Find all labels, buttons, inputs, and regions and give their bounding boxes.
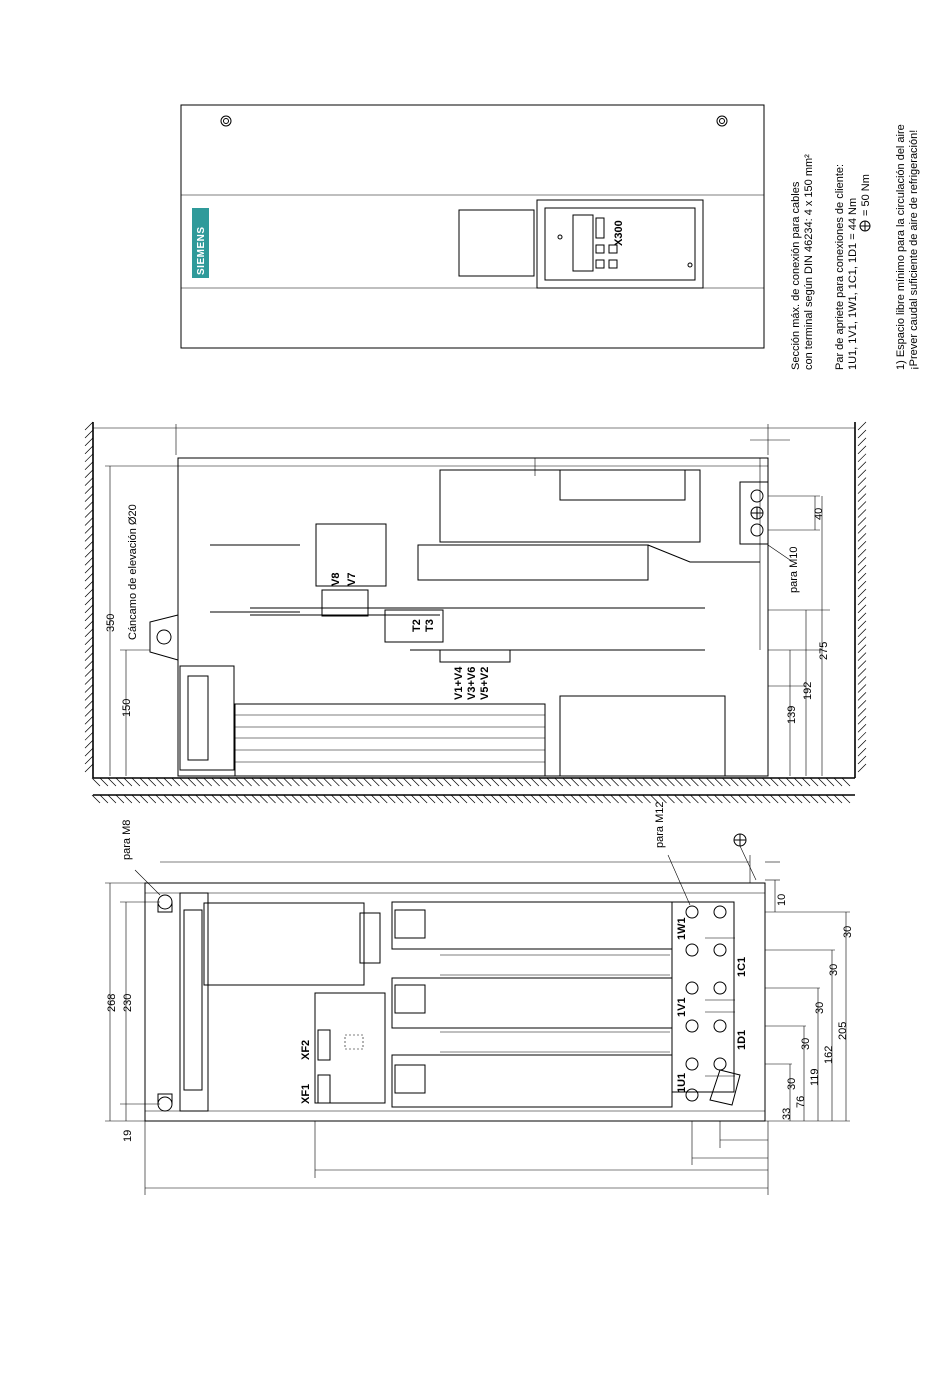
brand-name: SIEMENS: [196, 226, 207, 275]
dim-150: 150: [121, 699, 133, 717]
module-v5-v2-label: V5+V2: [479, 667, 491, 700]
dim-19: 19: [122, 1130, 134, 1142]
lifting-eye-label: Cáncamo de elevación Ø20: [127, 504, 139, 640]
fuse-xf2-label: XF2: [300, 1040, 312, 1060]
terminal-1u1-label: 1U1: [676, 1073, 688, 1093]
dim-30-c: 30: [814, 1002, 826, 1014]
operator-panel: X300: [536, 199, 704, 289]
dim-40: 40: [813, 508, 825, 520]
air-clearance-hatch: [91, 794, 851, 804]
dim-230: 230: [122, 994, 134, 1012]
terminal-1v1-label: 1V1: [676, 997, 688, 1017]
fuse-xf1-label: XF1: [300, 1084, 312, 1104]
front-view: SIEMENS X300: [180, 104, 765, 349]
mounting-hole: [157, 1093, 173, 1112]
module-v3-v6-label: V3+V6: [466, 667, 478, 700]
screw-icon: [220, 115, 232, 127]
power-module-w: [391, 901, 673, 950]
dim-30-e: 30: [786, 1078, 798, 1090]
terminal-1c1-label: 1C1: [736, 957, 748, 977]
dim-139: 139: [786, 706, 798, 724]
note-footnote-2: ¡Prever caudal suficiente de aire de ref…: [908, 130, 920, 370]
siemens-logo: SIEMENS: [192, 208, 209, 278]
dim-30-a: 30: [842, 926, 854, 938]
dim-205: 205: [837, 1022, 849, 1040]
terminal-1w1-label: 1W1: [676, 917, 688, 940]
connector-x300-label: X300: [613, 220, 625, 246]
power-module-u: [391, 1054, 673, 1108]
ground-icon: [859, 220, 871, 232]
note-footnote-1: 1) Espacio libre mínimo para la circulac…: [895, 124, 907, 370]
lifting-eye: [149, 614, 179, 661]
thyristor-v8-label: V8: [330, 573, 342, 586]
dim-30-d: 30: [800, 1038, 812, 1050]
busbar-terminal: [739, 481, 820, 561]
para-m10-label: para M10: [788, 547, 800, 593]
dim-30-b: 30: [828, 964, 840, 976]
dim-350: 350: [105, 614, 117, 632]
top-view: XF2 XF1: [91, 794, 855, 1195]
dim-268: 268: [106, 994, 118, 1012]
dim-162: 162: [823, 1046, 835, 1064]
note-torque-2: 1U1, 1V1, 1W1, 1C1, 1D1 = 44 Nm: [847, 198, 859, 370]
air-clearance-hatch: [84, 421, 867, 787]
terminal-1d1-label: 1D1: [736, 1030, 748, 1050]
screw-icon: [716, 115, 728, 127]
dim-119: 119: [809, 1068, 821, 1086]
ground-icon: [750, 506, 764, 520]
side-view: V8 V7 T2 T3 V1+V4 V3+V6 V5+V2 para M10 4…: [84, 421, 867, 787]
terminal-bar: [671, 901, 741, 1106]
ground-icon: [733, 833, 757, 881]
dim-10: 10: [776, 894, 788, 906]
note-torque-3: = 50 Nm: [860, 174, 872, 216]
power-module-v: [391, 977, 673, 1029]
transformer-t3-label: T3: [424, 619, 436, 632]
module-v1-v4-label: V1+V4: [453, 666, 465, 700]
dim-192: 192: [802, 682, 814, 700]
thyristor-v7-label: V7: [346, 573, 358, 586]
transformer-t2-label: T2: [411, 619, 423, 632]
note-cable-1: Sección máx. de conexión para cables: [790, 181, 802, 370]
note-cable-2: con terminal según DIN 46234: 4 x 150 mm…: [803, 154, 815, 370]
mounting-hole: [157, 894, 173, 913]
dim-33: 33: [781, 1108, 793, 1120]
heatsink: [234, 703, 546, 777]
para-m8-label: para M8: [121, 820, 133, 860]
dim-275: 275: [818, 642, 830, 660]
notes-block: Sección máx. de conexión para cables con…: [790, 124, 920, 370]
dim-76: 76: [795, 1096, 807, 1108]
note-torque-1: Par de apriete para conexiones de client…: [834, 164, 846, 370]
para-m12-label: para M12: [654, 802, 666, 848]
